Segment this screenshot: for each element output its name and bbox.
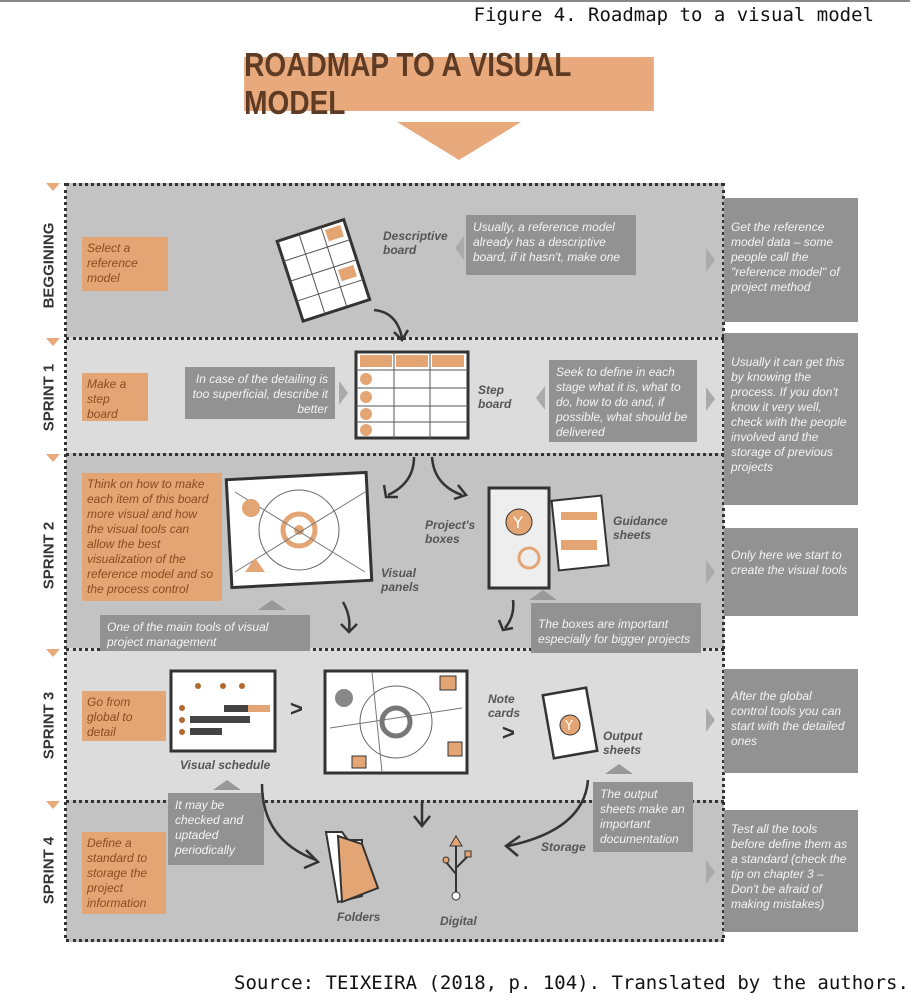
action-box: Think on how to make each item of this b… (82, 473, 222, 601)
stage-label: BEGGINING (40, 222, 58, 308)
output-sheets-label: Output sheets (603, 729, 643, 757)
right-arrow-icon: > (290, 696, 303, 721)
storage-label: Storage (541, 840, 586, 854)
curved-arrow-icon (373, 308, 410, 343)
side-note: After the global control tools you can s… (724, 669, 858, 773)
note-boxes: The boxes are important especially for b… (531, 603, 701, 653)
down-arrow-icon (397, 122, 521, 160)
action-box: Go from global to detail (82, 691, 166, 741)
chevron-right-icon (339, 381, 348, 405)
figure-source: Source: TEIXEIRA (2018, p. 104). Transla… (234, 972, 909, 994)
stage-label: SPRINT 4 (40, 836, 58, 904)
stage-label: SPRINT 3 (40, 691, 58, 759)
svg-text:Y: Y (512, 513, 523, 532)
side-note: Get the reference model data – some peop… (724, 198, 858, 322)
side-note: Only here we start to create the visual … (724, 528, 858, 616)
roadmap-title: ROADMAP TO A VISUAL MODEL (244, 46, 654, 121)
visual-panels-label: Visual panels (381, 566, 420, 594)
output-sheet-illustration: Y (541, 686, 599, 760)
descriptive-board-label: Descriptive board (383, 229, 448, 257)
left-border (64, 183, 67, 938)
stage-marker-icon (46, 649, 60, 657)
storage-arrows-icon (260, 779, 590, 870)
right-border (722, 183, 725, 938)
stage-marker-icon (46, 183, 60, 191)
side-note: Test all the tools before define them as… (724, 810, 858, 932)
action-box: Make a step board (82, 373, 148, 421)
stage-marker-icon (46, 454, 60, 462)
note-descriptive: Usually, a reference model already has a… (466, 215, 636, 275)
digital-label: Digital (440, 914, 477, 928)
project-box-illustration: Y (487, 486, 610, 590)
down-arrow-icon (340, 601, 358, 634)
chevron-right-icon (706, 860, 715, 884)
chevron-right-icon (706, 248, 715, 272)
action-box: Select a reference model (82, 237, 168, 291)
branch-arrows-icon (382, 456, 469, 501)
action-box: Define a standard to storage the project… (82, 832, 166, 914)
down-arrow-icon (497, 599, 515, 632)
chevron-right-icon (706, 387, 715, 411)
descriptive-board-illustration (275, 217, 372, 324)
visual-schedule-label: Visual schedule (180, 758, 271, 772)
pointer-up-icon (213, 780, 241, 790)
step-board-illustration (354, 350, 470, 440)
svg-text:Y: Y (564, 719, 573, 734)
stage-label: SPRINT 2 (40, 521, 58, 589)
right-arrow-icon: > (502, 720, 515, 745)
note-main-tools: One of the main tools of visual project … (100, 615, 310, 651)
note-output: The output sheets make an important docu… (593, 782, 693, 852)
pointer-up-icon (258, 600, 286, 610)
stage-label: SPRINT 1 (40, 363, 58, 432)
note-seek: Seek to define in each stage what it is,… (549, 360, 697, 442)
usb-icon (442, 835, 472, 901)
guidance-sheets-label: Guidance sheets (613, 514, 668, 542)
figure-caption: Figure 4. Roadmap to a visual model (473, 4, 874, 26)
chevron-left-icon (536, 386, 545, 410)
visual-panel-illustration (224, 470, 374, 590)
side-note: Usually it can get this by knowing the p… (724, 333, 858, 505)
note-checked: It may be checked and uptaded periodical… (168, 793, 264, 865)
visual-schedule-illustration (169, 669, 277, 753)
pointer-up-icon (605, 764, 633, 774)
chevron-right-icon (706, 560, 715, 584)
projects-boxes-label: Project's boxes (425, 518, 476, 546)
visual-panel-detailed-illustration (323, 669, 469, 775)
note-detailing: In case of the detailing is too superfic… (185, 367, 335, 419)
stage-marker-icon (46, 338, 60, 346)
top-rule (0, 0, 910, 2)
folders-label: Folders (337, 910, 381, 924)
step-board-label: Step board (478, 383, 512, 411)
pointer-up-icon (529, 590, 557, 600)
stage-marker-icon (46, 801, 60, 809)
chevron-left-icon (455, 236, 464, 260)
chevron-right-icon (706, 708, 715, 732)
folder-icon (324, 831, 380, 904)
note-cards-label: Note cards (488, 692, 521, 720)
